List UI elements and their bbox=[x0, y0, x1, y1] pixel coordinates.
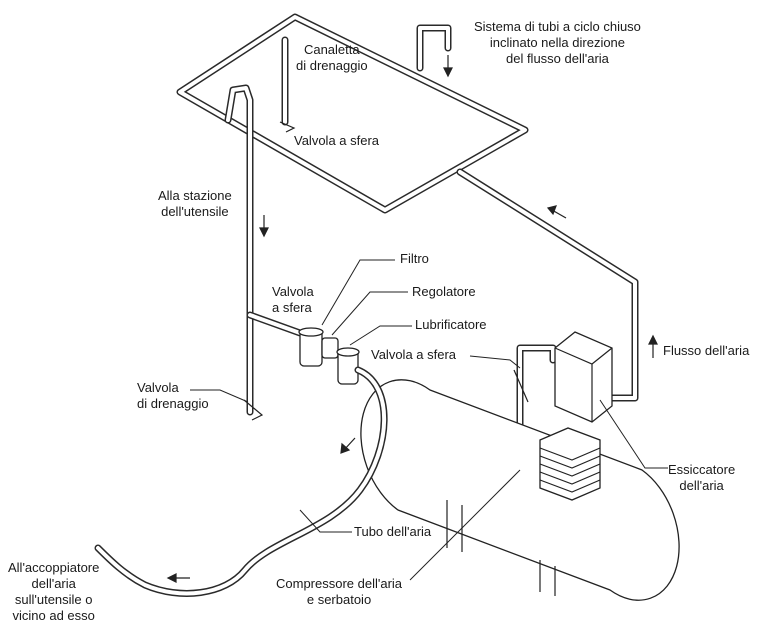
air-dryer-box bbox=[554, 331, 613, 423]
regulator-body bbox=[321, 337, 339, 359]
ball-valve-handle-right bbox=[513, 369, 529, 403]
frl-unit bbox=[246, 311, 360, 385]
label-lubricator: Lubrificatore bbox=[415, 317, 487, 332]
leader-lines bbox=[190, 259, 668, 581]
label-drain-valve: Valvola di drenaggio bbox=[137, 380, 209, 411]
label-regulator: Regolatore bbox=[412, 284, 476, 299]
drain-channel-pipe bbox=[279, 36, 296, 133]
compressor-outlet-pipe bbox=[513, 344, 557, 446]
label-ball-valve-right: Valvola a sfera bbox=[371, 347, 457, 362]
tank-leg-right bbox=[539, 560, 556, 596]
air-hose bbox=[94, 366, 388, 597]
compressor-head bbox=[539, 427, 601, 501]
drain-valve-bottom bbox=[243, 399, 264, 421]
label-air-flow: Flusso dell'aria bbox=[663, 343, 750, 358]
label-ball-valve-top: Valvola a sfera bbox=[294, 133, 380, 148]
label-air-dryer: Essiccatore dell'aria bbox=[668, 462, 736, 493]
closed-loop-pipe bbox=[176, 13, 529, 214]
flow-arrows bbox=[166, 55, 658, 583]
label-drain-channel: Canaletta di drenaggio bbox=[296, 42, 368, 73]
tool-station-drop-pipe bbox=[224, 84, 254, 416]
drain-ball-valve-top bbox=[279, 121, 296, 133]
label-air-hose: Tubo dell'aria bbox=[354, 524, 432, 539]
label-closed-loop-system: Sistema di tubi a ciclo chiuso inclinato… bbox=[474, 19, 641, 66]
top-right-riser bbox=[416, 24, 452, 72]
label-tool-station: Alla stazione dell'utensile bbox=[158, 188, 232, 219]
supply-pipe bbox=[456, 168, 639, 402]
label-ball-valve-left: Valvola a sfera bbox=[272, 284, 314, 315]
label-compressor-tank: Compressore dell'aria e serbatoio bbox=[276, 576, 403, 607]
label-filter: Filtro bbox=[400, 251, 429, 266]
label-tool-coupler: All'accoppiatore dell'aria sull'utensile… bbox=[8, 560, 100, 623]
